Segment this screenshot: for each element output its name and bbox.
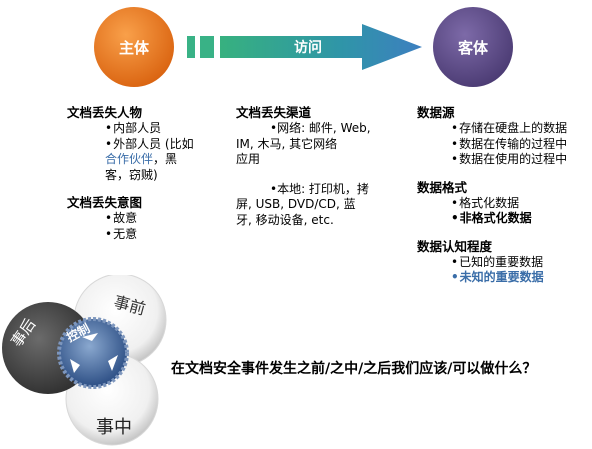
middle-item-1-cont: IM, 木马, 其它网络 应用: [236, 137, 386, 168]
right-column: 数据源 存储在硬盘上的数据 数据在传输的过程中 数据在使用的过程中 数据格式 格…: [417, 105, 592, 286]
text-line: IM, 木马, 其它网络: [236, 136, 338, 151]
subject-circle: [94, 7, 174, 87]
arrow-segment-2: [200, 36, 214, 58]
middle-item-2-cont: 屏, USB, DVD/CD, 蓝 牙, 移动设备, etc.: [236, 197, 386, 228]
right-heading-1: 数据源: [417, 105, 455, 120]
list-item: 数据在传输的过程中: [451, 137, 592, 153]
text-line: •本地: 打印机，拷: [270, 181, 369, 196]
left-heading-1: 文档丢失人物: [67, 105, 143, 120]
partner-text: 合作伙伴: [105, 152, 154, 166]
list-item: 数据在使用的过程中: [451, 152, 592, 168]
text-line: 屏, USB, DVD/CD, 蓝: [236, 197, 356, 211]
list-cont-text-2: 客，窃贼): [105, 167, 158, 182]
left-column: 文档丢失人物 内部人员 外部人员 (比如 合作伙伴，黑 客，窃贼) 文档丢失意图…: [67, 105, 217, 242]
left-heading-2: 文档丢失意图: [67, 195, 143, 210]
middle-item-2: •本地: 打印机，拷: [270, 182, 386, 198]
cycle-arrow-left: [70, 359, 80, 373]
list-item: 未知的重要数据: [451, 270, 592, 286]
access-flow-diagram: [94, 7, 513, 87]
list-item: 存储在硬盘上的数据: [451, 121, 592, 137]
text-line: 牙, 移动设备, etc.: [236, 212, 334, 227]
text-line: •网络: 邮件, Web,: [270, 121, 371, 135]
left-list-1: 内部人员 外部人员 (比如: [105, 121, 217, 152]
cycle-arrow-right: [108, 355, 118, 371]
list-item: 已知的重要数据: [451, 255, 592, 271]
middle-heading: 文档丢失渠道: [236, 105, 312, 120]
list-item: 格式化数据: [451, 196, 592, 212]
list-item: 内部人员: [105, 121, 217, 137]
access-label: 访问: [294, 40, 322, 56]
list-item: 无意: [105, 227, 217, 243]
right-list-1: 存储在硬盘上的数据 数据在传输的过程中 数据在使用的过程中: [451, 121, 592, 168]
arrow-segment-1: [187, 36, 195, 58]
right-list-2: 格式化数据 非格式化数据: [451, 196, 592, 227]
object-circle: [433, 7, 513, 87]
question-text: 在文档安全事件发生之前/之中/之后我们应该/可以做什么？: [171, 361, 537, 377]
subject-label: 主体: [118, 38, 149, 57]
object-label: 客体: [457, 38, 488, 57]
list-item: 故意: [105, 211, 217, 227]
during-label: 事中: [96, 417, 132, 438]
list-cont-text: ，黑: [153, 152, 178, 166]
middle-column: 文档丢失渠道 •网络: 邮件, Web, IM, 木马, 其它网络 应用 •本地…: [236, 105, 386, 228]
cycle-arrow-top: [82, 333, 98, 341]
right-list-3: 已知的重要数据 未知的重要数据: [451, 255, 592, 286]
left-list-1-cont: 合作伙伴，黑 客，窃贼): [105, 152, 217, 183]
list-item: 外部人员 (比如: [105, 137, 217, 153]
text-line: 应用: [236, 152, 261, 166]
right-heading-2: 数据格式: [417, 179, 468, 195]
access-arrow: [220, 24, 422, 70]
left-list-2: 故意 无意: [105, 211, 217, 242]
right-heading-3: 数据认知程度: [417, 238, 493, 254]
before-during-after-diagram: [2, 275, 167, 446]
list-item: 非格式化数据: [451, 211, 592, 227]
middle-item-1: •网络: 邮件, Web,: [270, 121, 386, 137]
